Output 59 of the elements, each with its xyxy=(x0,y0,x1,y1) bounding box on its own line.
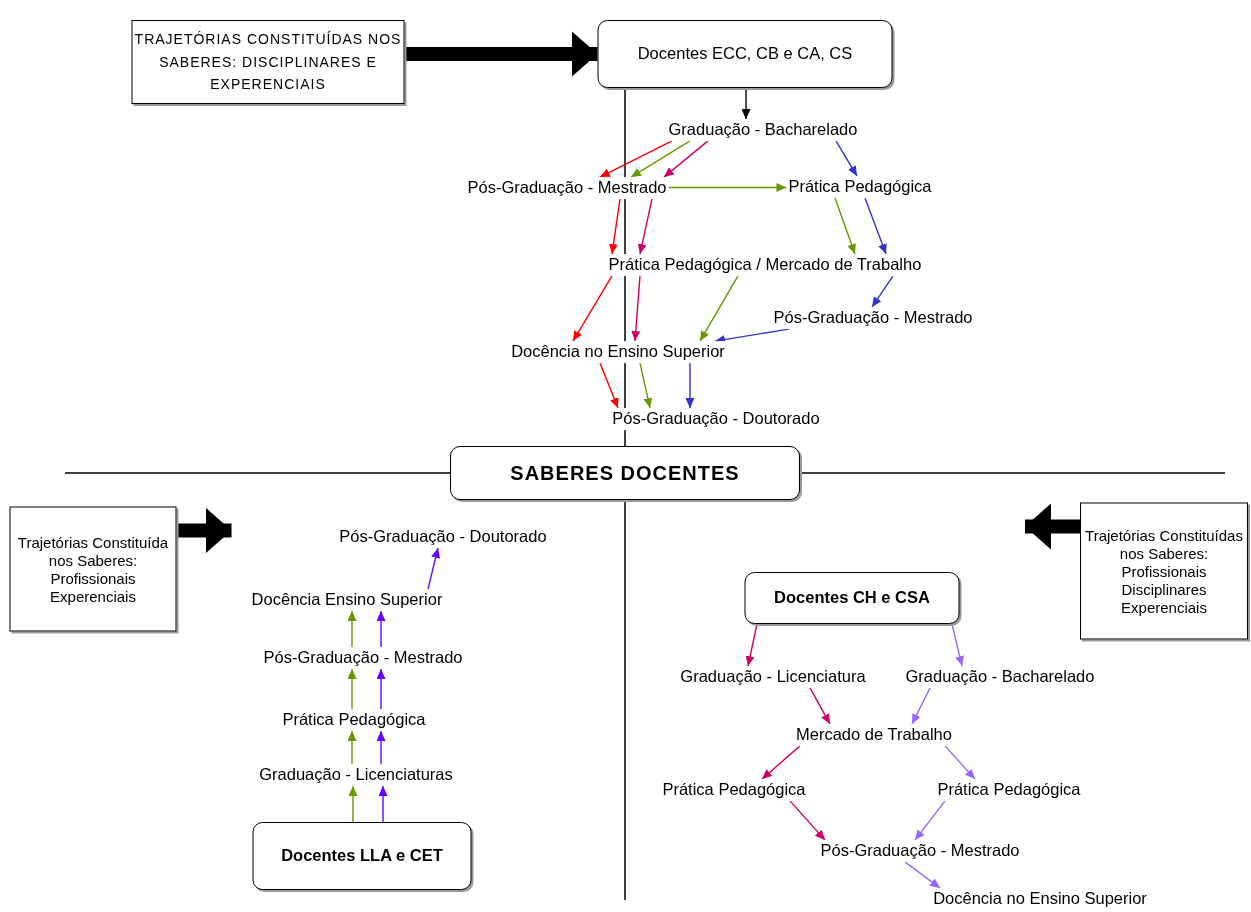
arrow xyxy=(911,687,931,725)
arrow xyxy=(347,610,357,648)
note-box: Trajetórias Constituída nos Saberes: Profissionais Experenciais xyxy=(9,506,177,632)
block-arrow xyxy=(1025,503,1080,550)
stage-text: Prática Pedagógica xyxy=(786,176,934,198)
group-box: Docentes LLA e CET xyxy=(252,822,472,890)
arrow xyxy=(630,140,691,178)
arrow xyxy=(745,623,758,667)
arrow xyxy=(637,198,653,255)
arrow xyxy=(944,745,976,780)
arrow xyxy=(663,140,709,178)
arrow xyxy=(609,198,621,255)
stage-text: Pós-Graduação - Mestrado xyxy=(465,177,669,199)
arrow xyxy=(685,362,695,409)
arrow xyxy=(741,87,751,120)
arrow xyxy=(904,861,941,889)
stage-text: Prática Pedagógica / Mercado de Trabalho xyxy=(606,254,924,276)
arrow xyxy=(914,800,946,841)
stage-text: Docência no Ensino Superior xyxy=(931,888,1149,910)
block-arrow xyxy=(404,31,598,77)
arrow xyxy=(761,745,801,780)
arrow xyxy=(834,197,856,255)
arrow xyxy=(951,623,965,667)
group-box: Docentes CH e CSA xyxy=(744,572,960,624)
arrow xyxy=(809,687,831,725)
note-box: TRAJETÓRIAS CONSTITUÍDAS NOS SABERES: DISCIPLINARES E EXPERENCIAIS xyxy=(131,20,405,104)
arrow xyxy=(599,362,619,409)
arrow xyxy=(667,183,788,192)
arrow xyxy=(378,785,388,823)
stage-text: Pós-Graduação - Mestrado xyxy=(818,840,1022,862)
arrow xyxy=(376,610,386,648)
arrow xyxy=(427,547,440,590)
stage-text: Docência no Ensino Superior xyxy=(509,341,727,363)
stage-text: Prática Pedagógica xyxy=(660,779,808,801)
arrow xyxy=(699,275,739,342)
arrow xyxy=(871,275,894,308)
stage-text: Pós-Graduação - Mestrado xyxy=(771,307,975,329)
stage-text: Graduação - Licenciatura xyxy=(678,666,868,688)
stage-text: Pós-Graduação - Doutorado xyxy=(610,408,822,430)
arrow xyxy=(835,140,858,177)
arrow xyxy=(347,668,357,710)
arrow xyxy=(376,730,386,765)
arrow xyxy=(864,197,887,255)
arrow xyxy=(599,140,673,178)
stage-text: Docência Ensino Superior xyxy=(249,589,445,611)
arrow xyxy=(348,785,358,823)
stage-text: Mercado de Trabalho xyxy=(794,724,954,746)
arrow xyxy=(639,362,653,409)
arrow xyxy=(631,275,641,342)
stage-text: Prática Pedagógica xyxy=(935,779,1083,801)
arrow xyxy=(376,668,386,710)
note-box: Trajetórias Constituídas nos Saberes: Profissionais Disciplinares Experenciais xyxy=(1080,502,1248,640)
group-box: Docentes ECC, CB e CA, CS xyxy=(597,20,893,88)
arrow xyxy=(572,275,613,342)
arrow xyxy=(347,730,357,765)
center-box: SABERES DOCENTES xyxy=(450,446,800,500)
block-arrow xyxy=(176,507,232,554)
stage-text: Graduação - Bacharelado xyxy=(903,666,1097,688)
arrow xyxy=(789,800,826,841)
